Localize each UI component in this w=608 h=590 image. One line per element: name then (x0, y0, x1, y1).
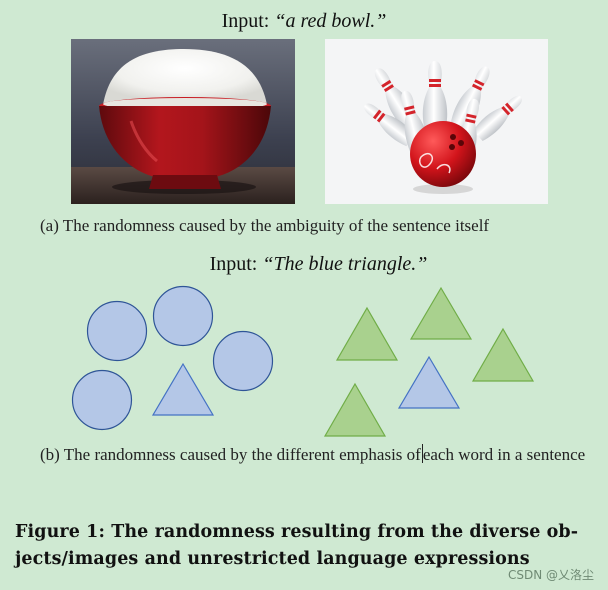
text-cursor (421, 444, 423, 463)
input-quote-b: “The blue triangle.” (262, 253, 428, 275)
figure-caption: Figure 1: The randomness resulting from … (15, 519, 599, 573)
blue-triangle-left (151, 362, 215, 416)
caption-b: (b) The randomness caused by the differe… (40, 442, 592, 467)
figure-caption-line2: jects/images and unrestricted language e… (15, 549, 530, 569)
green-triangle-3 (471, 327, 535, 382)
caption-a: (a) The randomness caused by the ambigui… (40, 216, 490, 235)
shapes-illustration (71, 285, 535, 437)
input-label-b: Input: (209, 253, 263, 275)
blue-circle-2 (152, 285, 214, 347)
blue-circle-4 (71, 369, 133, 431)
red-bowl-image (71, 39, 295, 204)
input-quote-a: “a red bowl.” (274, 10, 387, 32)
bowling-photo (325, 39, 548, 204)
green-triangle-1 (335, 306, 399, 361)
figure-caption-line1: Figure 1: The randomness resulting from … (15, 522, 579, 542)
caption-b-part2: each word in a sentence (422, 445, 586, 464)
red-bowl-photo (71, 39, 295, 204)
input-label-a: Input: (221, 10, 275, 32)
blue-circle-3 (212, 330, 274, 392)
caption-b-part1: (b) The randomness caused by the differe… (40, 445, 421, 464)
green-triangle-2 (409, 286, 473, 340)
input-heading-a: Input: “a red bowl.” (0, 9, 608, 33)
blue-triangle-right (397, 355, 461, 409)
csdn-watermark: CSDN @乂洛尘 (507, 568, 594, 582)
input-heading-b: Input: “The blue triangle.” (0, 252, 608, 276)
blue-circle-1 (86, 300, 148, 362)
green-triangle-4 (323, 382, 387, 437)
bowling-image (325, 39, 548, 204)
